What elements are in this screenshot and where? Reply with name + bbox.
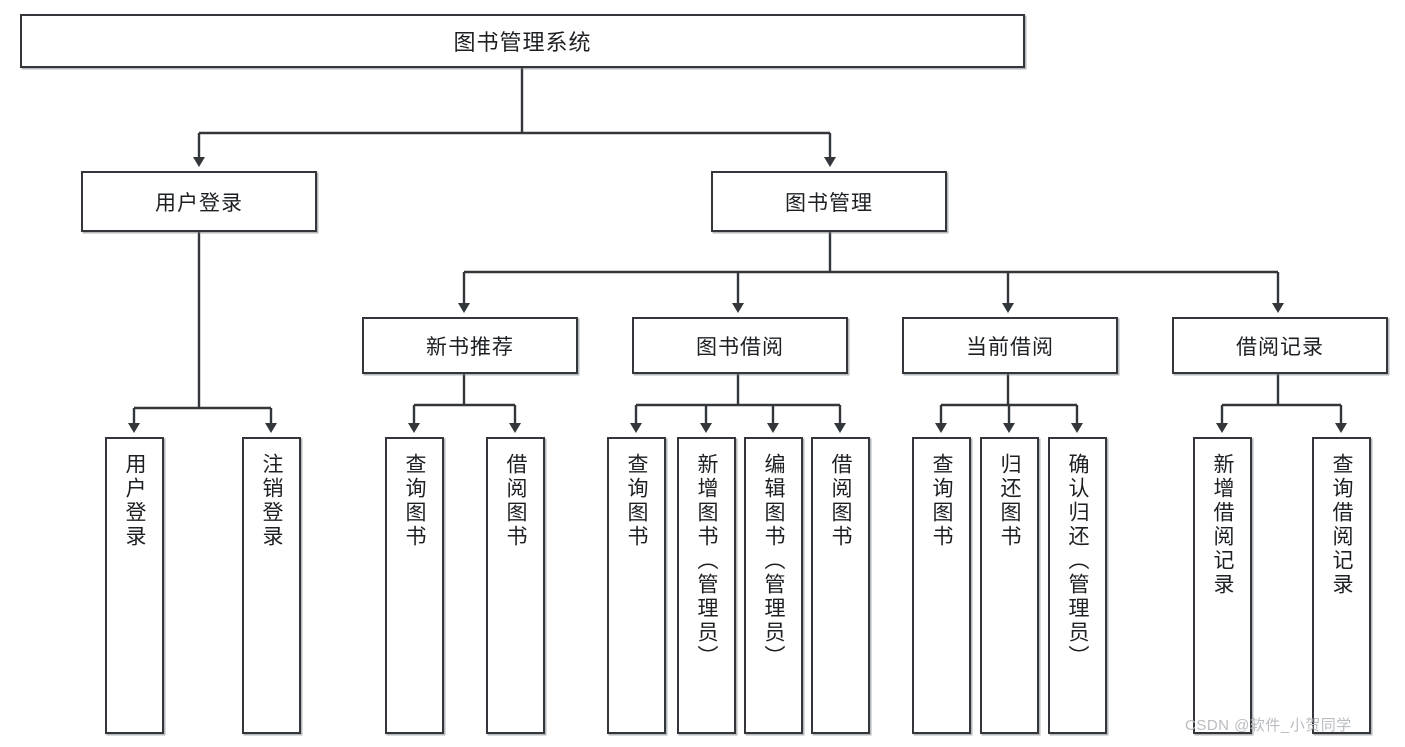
node-label: 确认归还（管理员）: [1066, 453, 1089, 669]
node-label: 编辑图书（管理员）: [762, 453, 785, 669]
node-label: 查询图书: [930, 453, 953, 549]
node-label: 借阅记录: [1236, 335, 1324, 359]
node-label: 查询图书: [403, 453, 426, 549]
node-label: 查询借阅记录: [1330, 453, 1353, 597]
node-current-borrow[interactable]: 当前借阅: [902, 317, 1118, 374]
node-label: 借阅图书: [504, 453, 527, 549]
node-root-book-management-system[interactable]: 图书管理系统: [20, 14, 1025, 68]
node-label: 借阅图书: [829, 453, 852, 549]
node-book-borrow[interactable]: 图书借阅: [632, 317, 848, 374]
leaf-add-book-admin[interactable]: 新增图书（管理员）: [677, 437, 736, 734]
leaf-edit-book-admin[interactable]: 编辑图书（管理员）: [744, 437, 803, 734]
node-label: 归还图书: [998, 453, 1021, 549]
node-user-login[interactable]: 用户登录: [81, 171, 317, 232]
node-label: 用户登录: [155, 191, 243, 215]
node-label: 图书借阅: [696, 335, 784, 359]
leaf-borrow-book[interactable]: 借阅图书: [811, 437, 870, 734]
leaf-add-borrow-record[interactable]: 新增借阅记录: [1193, 437, 1252, 734]
leaf-borrow-book-recommend[interactable]: 借阅图书: [486, 437, 545, 734]
leaf-logout[interactable]: 注销登录: [242, 437, 301, 734]
leaf-query-book-borrow[interactable]: 查询图书: [607, 437, 666, 734]
leaf-query-borrow-record[interactable]: 查询借阅记录: [1312, 437, 1371, 734]
leaf-user-login[interactable]: 用户登录: [105, 437, 164, 734]
node-label: 图书管理系统: [453, 30, 592, 55]
leaf-query-book-current[interactable]: 查询图书: [912, 437, 971, 734]
csdn-watermark: CSDN @软件_小贺同学: [1185, 717, 1352, 734]
leaf-return-book[interactable]: 归还图书: [980, 437, 1039, 734]
leaf-query-book-recommend[interactable]: 查询图书: [385, 437, 444, 734]
node-label: 新书推荐: [426, 335, 514, 359]
node-label: 图书管理: [785, 191, 873, 215]
leaf-confirm-return-admin[interactable]: 确认归还（管理员）: [1048, 437, 1107, 734]
node-new-book-recommend[interactable]: 新书推荐: [362, 317, 578, 374]
node-label: 用户登录: [123, 453, 146, 549]
node-label: 新增图书（管理员）: [695, 453, 718, 669]
node-label: 新增借阅记录: [1211, 453, 1234, 597]
node-label: 查询图书: [625, 453, 648, 549]
node-label: 当前借阅: [966, 335, 1054, 359]
node-book-management[interactable]: 图书管理: [711, 171, 947, 232]
node-label: 注销登录: [260, 453, 283, 549]
node-borrow-record[interactable]: 借阅记录: [1172, 317, 1388, 374]
